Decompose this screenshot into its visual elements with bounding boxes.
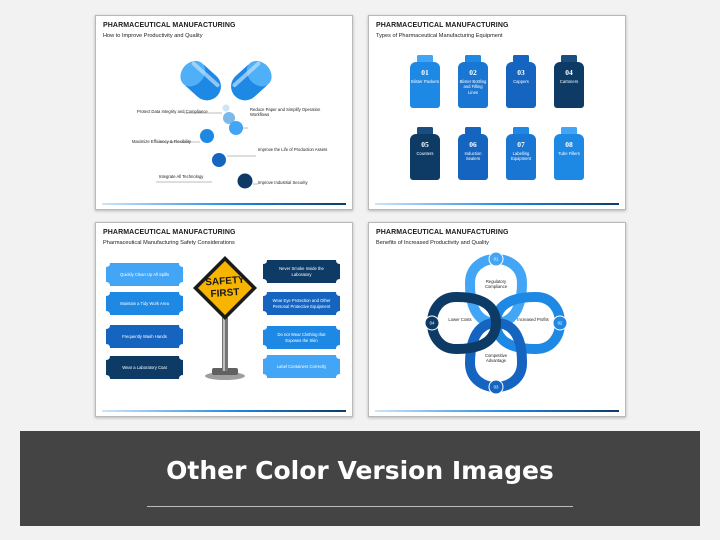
bottle-number: 02 <box>469 68 477 77</box>
slide-subtitle: Benefits of Increased Productivity and Q… <box>376 240 489 246</box>
item-improve-assets: Improve the Life of Production Assets <box>258 147 328 152</box>
safety-item-box: Never Smoke Inside the Laboratory <box>263 260 340 283</box>
banner-title: Other Color Version Images <box>166 456 554 485</box>
slide-footer-bar <box>102 410 346 412</box>
slide-footer-bar <box>375 203 619 205</box>
bottle-label: Blister Packers <box>411 79 439 84</box>
item-maximize-efficiency: Maximize Efficiency & Flexibility <box>132 139 192 144</box>
benefit-label: Regulatory Compliance <box>484 279 508 290</box>
slide-footer-bar <box>375 410 619 412</box>
slide-title: PHARMACEUTICAL MANUFACTURING <box>376 22 509 29</box>
slide-title: PHARMACEUTICAL MANUFACTURING <box>376 229 509 236</box>
benefit-number: 03 <box>494 385 499 390</box>
slide-thumbnail-benefits[interactable]: PHARMACEUTICAL MANUFACTURING Benefits of… <box>368 222 626 417</box>
safety-item-box: Wear a Laboratory Coat <box>106 356 183 379</box>
bottle-label: Counters <box>416 151 434 156</box>
safety-item-box: Do not Wear Clothing that Exposes the Sk… <box>263 326 340 349</box>
safety-item-text: Wear a Laboratory Coat <box>122 364 167 370</box>
slide-title: PHARMACEUTICAL MANUFACTURING <box>103 229 236 236</box>
bottle-label: Tube Fillers <box>558 151 580 156</box>
slide-thumbnail-equipment[interactable]: PHARMACEUTICAL MANUFACTURING Types of Ph… <box>368 15 626 210</box>
bottle-label: Cappers <box>513 79 529 84</box>
bottle-label: Cartoners <box>559 79 579 84</box>
benefit-label: Lower Costs <box>448 317 472 322</box>
slide-subtitle: How to Improve Productivity and Quality <box>103 33 203 39</box>
slide-title: PHARMACEUTICAL MANUFACTURING <box>103 22 236 29</box>
bottle-number: 04 <box>565 68 573 77</box>
safety-item-text: Maintain a Tidy Work Area <box>120 300 169 306</box>
benefit-number: 01 <box>494 257 499 262</box>
safety-item-box: Frequently Wash Hands <box>106 325 183 348</box>
benefit-label: Increased Profits <box>517 317 549 322</box>
safety-item-text: Wear Eye Protection and Other Personal P… <box>272 298 331 309</box>
bottle-number: 03 <box>517 68 525 77</box>
clover-diagram: 01 02 03 04 <box>424 251 568 395</box>
benefit-number: 02 <box>558 321 563 326</box>
safety-item-text: Frequently Wash Hands <box>122 333 167 339</box>
bottle-number: 05 <box>421 140 429 149</box>
banner-divider <box>147 506 573 507</box>
slide-subtitle: Pharmaceutical Manufacturing Safety Cons… <box>103 240 235 246</box>
slide-thumbnail-productivity[interactable]: PHARMACEUTICAL MANUFACTURING How to Impr… <box>95 15 353 210</box>
slide-subtitle: Types of Pharmaceutical Manufacturing Eq… <box>376 33 503 39</box>
item-reduce-paper: Reduce Paper and Simplify Operation Work… <box>250 107 321 118</box>
bottle-label: Blister Bottling and Filling Lines <box>459 79 487 95</box>
item-industrial-security: Improve Industrial Security <box>258 180 308 185</box>
safety-item-text: Label Containers Correctly <box>276 363 327 369</box>
safety-item-box: Maintain a Tidy Work Area <box>106 292 183 315</box>
bottle-number: 07 <box>517 140 525 149</box>
capsule-icon <box>156 60 272 189</box>
bottle-number: 06 <box>469 140 477 149</box>
item-protect-data: Protect Data Integrity and Compliance <box>137 109 208 114</box>
bottle-label: Induction Sealers <box>464 151 482 162</box>
safety-item-text: Never Smoke Inside the Laboratory <box>279 266 324 277</box>
bottle-number: 01 <box>421 68 429 77</box>
benefit-number: 04 <box>430 321 435 326</box>
benefit-label: Competitive Advantage <box>484 353 508 364</box>
slide-footer-bar <box>102 203 346 205</box>
safety-item-text: Do not Wear Clothing that Exposes the Sk… <box>277 332 326 343</box>
safety-item-box: Wear Eye Protection and Other Personal P… <box>263 292 340 315</box>
safety-item-text: Quickly Clean Up All Spills <box>119 271 170 277</box>
bottle-number: 08 <box>565 140 573 149</box>
item-integrate-technology: Integrate All Technology <box>159 174 204 179</box>
safety-item-box: Label Containers Correctly <box>263 355 340 378</box>
safety-item-box: Quickly Clean Up All Spills <box>106 263 183 286</box>
bottle-label: Labelling Equipment <box>510 151 532 162</box>
safety-sign-icon <box>193 256 257 380</box>
color-versions-banner: Other Color Version Images <box>20 431 700 526</box>
slide-thumbnail-safety[interactable]: PHARMACEUTICAL MANUFACTURING Pharmaceuti… <box>95 222 353 417</box>
